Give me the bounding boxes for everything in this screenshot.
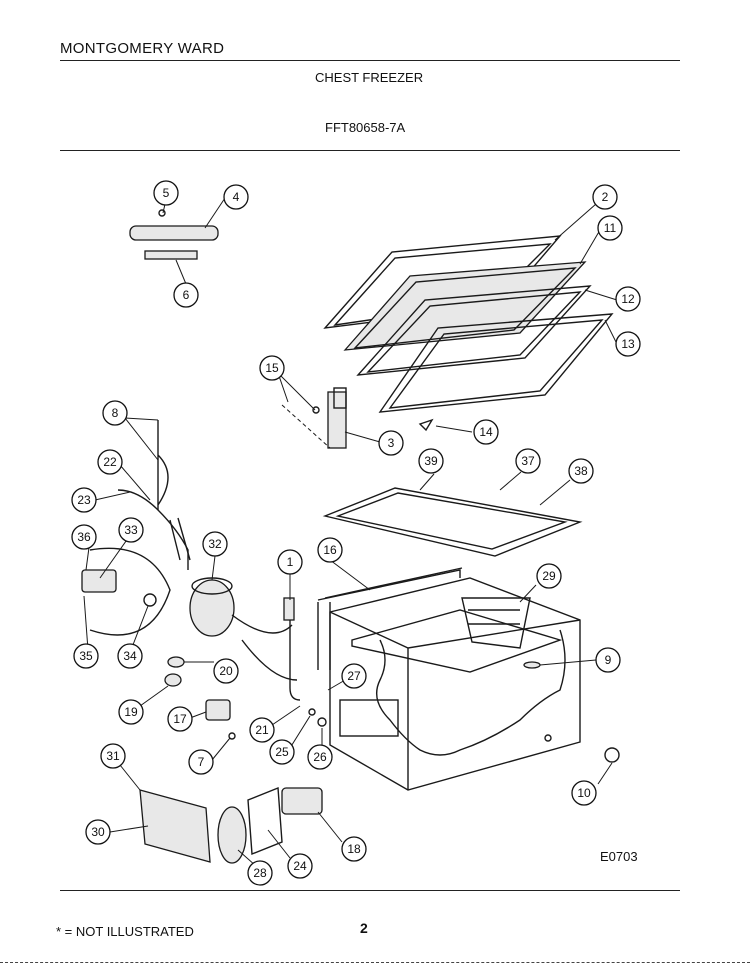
svg-text:21: 21 <box>255 723 269 737</box>
svg-text:23: 23 <box>77 493 91 507</box>
footnote: * = NOT ILLUSTRATED <box>56 924 194 939</box>
callout-17: 17 <box>167 706 193 732</box>
svg-text:25: 25 <box>275 745 289 759</box>
svg-text:29: 29 <box>542 569 556 583</box>
svg-text:16: 16 <box>323 543 337 557</box>
callout-20: 20 <box>213 658 239 684</box>
svg-text:39: 39 <box>424 454 438 468</box>
callout-8: 8 <box>102 400 128 426</box>
callout-10: 10 <box>571 780 597 806</box>
callout-22: 22 <box>97 449 123 475</box>
svg-text:20: 20 <box>219 664 233 678</box>
relay-overload <box>81 547 171 636</box>
svg-text:5: 5 <box>163 186 170 200</box>
page-bottom-rule <box>0 962 750 963</box>
callout-30: 30 <box>85 819 111 845</box>
callout-19: 19 <box>118 699 144 725</box>
svg-text:27: 27 <box>347 669 361 683</box>
svg-text:38: 38 <box>574 464 588 478</box>
svg-text:19: 19 <box>124 705 138 719</box>
svg-text:37: 37 <box>521 454 535 468</box>
callout-3: 3 <box>378 430 404 456</box>
svg-text:30: 30 <box>91 825 105 839</box>
callout-16: 16 <box>317 537 343 563</box>
callout-35: 35 <box>73 643 99 669</box>
callout-36: 36 <box>71 524 97 550</box>
svg-text:10: 10 <box>577 786 591 800</box>
callout-29: 29 <box>536 563 562 589</box>
svg-text:36: 36 <box>77 530 91 544</box>
callout-26: 26 <box>307 744 333 770</box>
callout-21: 21 <box>249 717 275 743</box>
header-rule-top <box>60 60 680 61</box>
callout-34: 34 <box>117 643 143 669</box>
svg-text:1: 1 <box>287 555 294 569</box>
access-cover <box>139 789 211 863</box>
svg-text:4: 4 <box>233 190 240 204</box>
hinge-assembly <box>281 387 347 449</box>
svg-text:18: 18 <box>347 842 361 856</box>
svg-text:7: 7 <box>198 755 205 769</box>
svg-text:12: 12 <box>621 292 635 306</box>
callout-31: 31 <box>100 743 126 769</box>
diagram-code: E0703 <box>600 849 638 864</box>
svg-text:2: 2 <box>602 190 609 204</box>
svg-text:33: 33 <box>124 523 138 537</box>
callout-14: 14 <box>473 419 499 445</box>
cabinet <box>317 567 620 791</box>
svg-text:6: 6 <box>183 288 190 302</box>
svg-text:3: 3 <box>388 436 395 450</box>
svg-text:17: 17 <box>173 712 187 726</box>
callout-28: 28 <box>247 860 273 886</box>
svg-text:22: 22 <box>103 455 117 469</box>
callout-15: 15 <box>259 355 285 381</box>
svg-text:9: 9 <box>605 653 612 667</box>
footer-rule <box>60 890 680 891</box>
wiring-harness <box>117 420 191 570</box>
header-rule-bottom <box>60 150 680 151</box>
svg-text:13: 13 <box>621 337 635 351</box>
callout-24: 24 <box>287 853 313 879</box>
svg-text:35: 35 <box>79 649 93 663</box>
callout-39: 39 <box>418 448 444 474</box>
callout-4: 4 <box>223 184 249 210</box>
callout-12: 12 <box>615 286 641 312</box>
callout-32: 32 <box>202 531 228 557</box>
callout-7: 7 <box>188 749 214 775</box>
callout-6: 6 <box>173 282 199 308</box>
svg-text:28: 28 <box>253 866 267 880</box>
brand-name: MONTGOMERY WARD <box>60 40 225 57</box>
svg-text:31: 31 <box>106 749 120 763</box>
callout-1: 1 <box>277 549 303 575</box>
svg-text:32: 32 <box>208 537 222 551</box>
callout-37: 37 <box>515 448 541 474</box>
callout-27: 27 <box>341 663 367 689</box>
callout-25: 25 <box>269 739 295 765</box>
svg-text:11: 11 <box>604 221 617 235</box>
callout-18: 18 <box>341 836 367 862</box>
callout-38: 38 <box>568 458 594 484</box>
callout-2: 2 <box>592 184 618 210</box>
control-assembly <box>217 786 323 864</box>
leader-lines <box>83 197 618 867</box>
svg-text:34: 34 <box>123 649 137 663</box>
svg-text:8: 8 <box>112 406 119 420</box>
page-number: 2 <box>360 920 368 936</box>
svg-text:26: 26 <box>313 750 327 764</box>
model-number: FFT80658-7A <box>325 120 406 135</box>
product-title: CHEST FREEZER <box>315 70 424 85</box>
lid-assembly <box>323 235 614 432</box>
callout-11: 11 <box>597 215 623 241</box>
gasket <box>322 487 583 557</box>
svg-text:15: 15 <box>265 361 279 375</box>
handle-assembly <box>129 209 219 260</box>
callout-5: 5 <box>153 180 179 206</box>
svg-text:24: 24 <box>293 859 307 873</box>
callout-9: 9 <box>595 647 621 673</box>
svg-text:14: 14 <box>479 425 493 439</box>
callout-33: 33 <box>118 517 144 543</box>
callout-23: 23 <box>71 487 97 513</box>
callout-13: 13 <box>615 331 641 357</box>
